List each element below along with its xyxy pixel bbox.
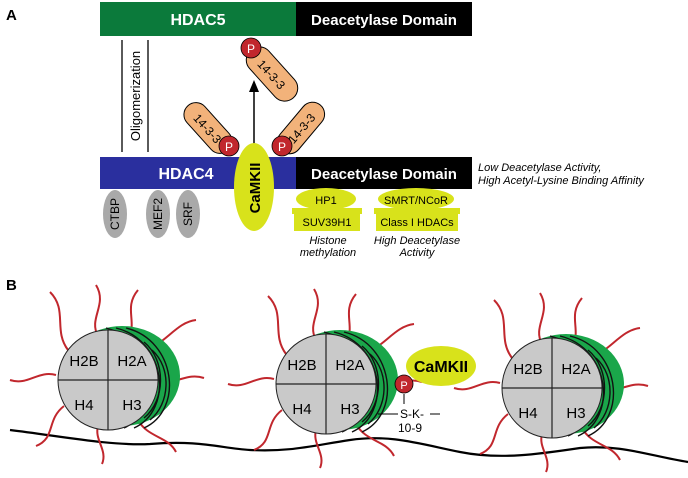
- camkii-panel-b: CaMKII: [406, 346, 476, 386]
- hdac4-label: HDAC4: [158, 166, 213, 183]
- histone-tail: [96, 425, 105, 465]
- dna-wrap-line: [361, 345, 380, 423]
- histone-tail: [314, 429, 323, 469]
- high-deac-1: High Deacetylase: [374, 235, 460, 247]
- dna-wrap-line: [333, 331, 378, 433]
- class-i-hdacs: Class I HDACs: [374, 208, 460, 231]
- histone-h4: H4: [74, 397, 93, 414]
- dna-strand: [9, 428, 688, 464]
- svg-text:Class I HDACs: Class I HDACs: [380, 217, 454, 229]
- histone-tail: [538, 292, 545, 345]
- dna-wrap-line: [115, 327, 160, 429]
- histone-tail: [35, 405, 65, 447]
- svg-text:HP1: HP1: [315, 195, 336, 207]
- dna-wrap-line: [149, 349, 167, 421]
- hdac4-domain-label: Deacetylase Domain: [311, 166, 457, 183]
- histone-tail: [493, 299, 513, 359]
- srf: SRF: [176, 190, 200, 238]
- svg-text:SUV39H1: SUV39H1: [303, 217, 352, 229]
- histone-h3: H3: [122, 397, 141, 414]
- histone-tail: [453, 381, 501, 391]
- svg-text:P: P: [400, 380, 407, 392]
- histone-h2b: H2B: [513, 361, 542, 378]
- dna-wrap-line: [125, 327, 170, 429]
- histone-h3: H3: [566, 405, 585, 422]
- histone-tail: [227, 377, 275, 387]
- phospho-top: P: [240, 37, 262, 59]
- histone-h2b: H2B: [69, 353, 98, 370]
- camkii-label-a: CaMKII: [247, 163, 264, 214]
- hdac5-bar: [100, 2, 296, 36]
- hdac5-domain-label: Deacetylase Domain: [311, 12, 457, 29]
- phospho-site: P S-K- 10-9: [378, 374, 440, 435]
- high-deac-2: Activity: [399, 247, 436, 259]
- dna-wrap-line: [343, 331, 388, 433]
- histone-tail: [479, 413, 509, 455]
- oligomerization-bracket: Oligomerization: [121, 40, 149, 152]
- histone-h3: H3: [340, 401, 359, 418]
- dna-wrap-line: [569, 335, 614, 437]
- histone-methylation-1: Histone: [309, 235, 346, 247]
- nucleosome-1: H2B H2A H4 H3: [9, 284, 205, 465]
- panel-b-label: B: [6, 277, 17, 294]
- histone-tail: [312, 288, 319, 341]
- phospho-left: P: [218, 135, 240, 157]
- svg-text:MEF2: MEF2: [151, 198, 165, 230]
- svg-text:CTBP: CTBP: [108, 198, 122, 230]
- svg-text:SMRT/NCoR: SMRT/NCoR: [384, 195, 448, 207]
- histone-h4: H4: [518, 405, 537, 422]
- histone-tail: [267, 295, 287, 355]
- dna-wrap-line: [593, 357, 611, 429]
- histone-methylation-2: methylation: [300, 247, 356, 259]
- hdac5-deacetylase-domain: [296, 2, 472, 36]
- suv39h1: SUV39H1: [292, 208, 362, 231]
- site-line-1: S-K-: [400, 407, 424, 421]
- camkii-panel-a: CaMKII: [234, 143, 274, 231]
- svg-text:P: P: [247, 42, 255, 56]
- phospho-right: P: [271, 135, 293, 157]
- dna-wrap-line: [587, 349, 606, 427]
- note-line-2: High Acetyl-Lysine Binding Affinity: [478, 175, 645, 187]
- dna-wrap-line: [367, 353, 385, 425]
- histone-h4: H4: [292, 401, 311, 418]
- histone-tail: [253, 409, 283, 451]
- histone-tail: [355, 423, 395, 457]
- ctbp: CTBP: [103, 190, 127, 238]
- nucleosome-3: H2B H2A H4 H3: [453, 292, 649, 473]
- note-line-1: Low Deacetylase Activity,: [478, 162, 602, 174]
- hdac5-protein: HDAC5 Deacetylase Domain: [100, 2, 472, 36]
- dna-wrap-line: [559, 335, 604, 437]
- histone-tail: [94, 284, 101, 337]
- hdac4-deacetylase-domain: [296, 157, 472, 189]
- histone-tail: [137, 419, 177, 453]
- histone-tail: [540, 433, 549, 473]
- hdac4-protein: HDAC4 Deacetylase Domain: [100, 157, 472, 189]
- release-arrow: [249, 80, 259, 148]
- smrt-ncor: SMRT/NCoR: [378, 188, 454, 210]
- camkii-label-b: CaMKII: [414, 359, 468, 376]
- hdac5-label: HDAC5: [170, 12, 225, 29]
- histone-tail: [581, 427, 621, 461]
- histone-h2a: H2A: [117, 353, 146, 370]
- histone-h2a: H2A: [335, 357, 364, 374]
- svg-text:SRF: SRF: [181, 202, 195, 226]
- svg-text:P: P: [225, 140, 233, 154]
- hp1: HP1: [296, 188, 356, 210]
- dna-wrap-line: [143, 341, 162, 419]
- site-line-2: 10-9: [398, 421, 422, 435]
- panel-a-label: A: [6, 7, 17, 24]
- histone-tail: [9, 373, 57, 383]
- mef2: MEF2: [146, 190, 170, 238]
- histone-tail: [49, 291, 69, 351]
- oligomerization-label: Oligomerization: [128, 51, 143, 141]
- histone-h2b: H2B: [287, 357, 316, 374]
- svg-text:P: P: [278, 140, 286, 154]
- histone-h2a: H2A: [561, 361, 590, 378]
- nucleosome-2: H2B H2A H4 H3: [227, 288, 423, 469]
